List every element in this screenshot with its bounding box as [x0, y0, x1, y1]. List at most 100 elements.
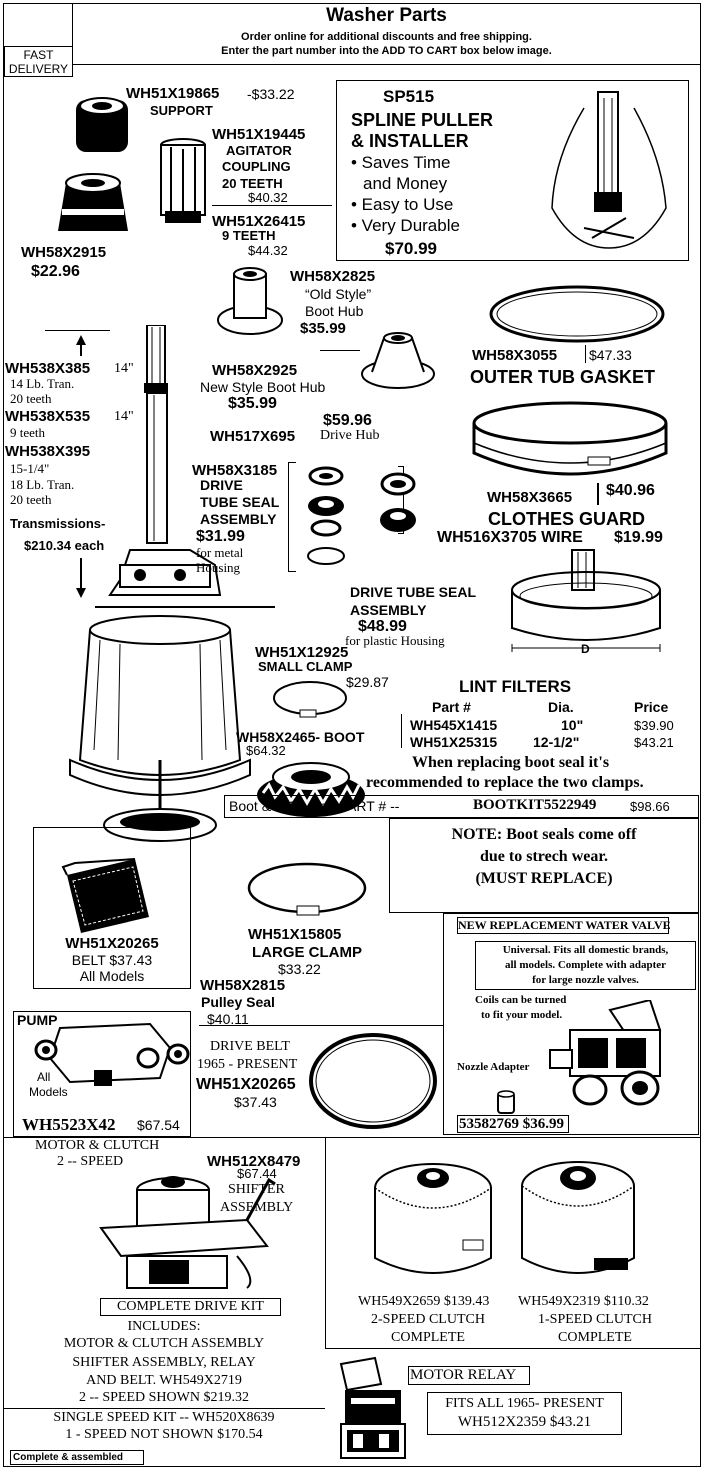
support-name: SUPPORT	[150, 103, 213, 118]
gasket-divider	[585, 345, 586, 363]
water-valve-desc-box	[475, 941, 696, 990]
water-valve-coils-2: to fit your model.	[481, 1009, 563, 1021]
transmission-3-size: 15-1/4"	[10, 461, 50, 476]
complete-assembled-badge: Complete & assembled	[10, 1450, 144, 1465]
drive-kit-2-speed: 2 -- SPEED SHOWN $219.32	[79, 1390, 249, 1405]
seal-plastic-name-1: DRIVE TUBE SEAL	[350, 584, 477, 600]
shifter-name-1: SHIFTER	[228, 1182, 285, 1197]
header-box	[72, 3, 701, 65]
large-clamp-price: $33.22	[278, 961, 321, 977]
drive-kit-includes: INCLUDES:	[127, 1319, 201, 1334]
clutch-1-part-price: WH549X2319 $110.32	[518, 1294, 649, 1309]
note-line-1: NOTE: Boot seals come off	[451, 826, 637, 843]
lint-row-1-dia: 10"	[561, 717, 584, 733]
sp515-bullet-2: • Easy to Use	[351, 195, 454, 214]
transmission-1-desc-1: 14 Lb. Tran.	[10, 376, 75, 391]
new-boot-hub-price: $35.99	[228, 395, 277, 412]
arrow-up-shaft	[80, 344, 82, 356]
seal-metal-name-2: TUBE SEAL	[200, 494, 280, 510]
lint-filter-dimension: D	[581, 642, 590, 656]
drive-belt-title: DRIVE BELT	[210, 1039, 290, 1054]
transmission-1-size: 14"	[114, 361, 134, 376]
water-valve-desc-1: Universal. Fits all domestic brands,	[502, 944, 669, 956]
seal-metal-image	[302, 466, 352, 570]
pulley-seal-name: Pulley Seal	[201, 994, 275, 1010]
support-price: -$33.22	[247, 86, 295, 102]
pump-image	[30, 1018, 190, 1090]
belt-image	[55, 855, 155, 935]
clutch-2-speed-image	[367, 1148, 497, 1288]
large-clamp-name: LARGE CLAMP	[252, 944, 362, 961]
lower-section-rule	[3, 1137, 701, 1138]
transmission-3-part: WH538X395	[5, 443, 91, 460]
cap-price: $22.96	[31, 263, 80, 280]
drive-hub-part-number: WH517X695	[210, 428, 296, 445]
drive-belt-part-number: WH51X20265	[196, 1076, 296, 1093]
water-valve-image	[530, 1000, 690, 1110]
lint-row-2-dia: 12-1/2"	[533, 734, 580, 750]
shifter-price: $67.44	[237, 1166, 277, 1181]
lint-row-2-part: WH51X25315	[410, 734, 498, 750]
cap-image	[48, 165, 138, 237]
sp515-bullet-1b: and Money	[363, 174, 448, 193]
coupling-teeth: 20 TEETH	[222, 176, 283, 191]
water-valve-desc-2: all models. Complete with adapter	[504, 959, 666, 971]
drive-belt-years: 1965 - PRESENT	[197, 1057, 298, 1072]
seal-metal-price: $31.99	[196, 528, 245, 545]
single-speed-rule	[3, 1408, 325, 1409]
transmissions-price: $210.34 each	[24, 538, 105, 553]
clothes-guard-image	[470, 395, 670, 483]
coupling-name-1: AGITATOR	[226, 143, 292, 158]
water-valve-coils-1: Coils can be turned	[475, 994, 567, 1006]
new-boot-hub-name: New Style Boot Hub	[200, 379, 326, 395]
drive-kit-belt: AND BELT. WH549X2719	[86, 1373, 242, 1388]
motor-clutch-image	[97, 1160, 277, 1295]
belt-price: BELT $37.43	[71, 952, 153, 968]
lint-filters-title: LINT FILTERS	[459, 677, 572, 696]
drive-kit-shifter: SHIFTER ASSEMBLY, RELAY	[72, 1355, 256, 1370]
clothes-guard-divider	[597, 483, 599, 505]
seal-set-bracket	[288, 462, 296, 572]
sp515-title-1: SPLINE PULLER	[351, 110, 494, 130]
seal-plastic-price: $48.99	[358, 618, 407, 635]
header-line-1: Order online for additional discounts an…	[241, 31, 532, 43]
transmission-3-desc-1: 18 Lb. Tran.	[10, 477, 75, 492]
outer-tub-housing-image	[60, 600, 260, 850]
drive-kit-title: COMPLETE DRIVE KIT	[100, 1298, 281, 1316]
bootkit-price: $98.66	[630, 799, 670, 814]
small-clamp-part-number: WH51X12925	[255, 644, 349, 661]
transmission-image	[90, 325, 280, 625]
new-boot-hub-image	[358, 322, 438, 392]
wire-price: $19.99	[614, 529, 663, 546]
seal-metal-name-3: ASSEMBLY	[200, 511, 277, 527]
transmission-1-desc-2: 20 teeth	[10, 391, 52, 406]
pump-part-number: WH5523X42	[22, 1115, 116, 1134]
lint-header-price: Price	[634, 699, 669, 715]
nozzle-adapter-label: Nozzle Adapter	[457, 1061, 530, 1073]
boot-part-number: WH58X2465- BOOT	[236, 729, 365, 745]
wire-part-number: WH516X3705 WIRE	[437, 529, 583, 546]
motor-relay-part-price: WH512X2359 $43.21	[457, 1414, 592, 1430]
relay-section-rule	[325, 1348, 701, 1349]
clutch-1-speed-image	[514, 1148, 644, 1288]
lint-header-dia: Dia.	[548, 699, 574, 715]
sp515-title-2: & INSTALLER	[351, 131, 469, 151]
note-box	[389, 818, 699, 913]
belt-part-number: WH51X20265	[65, 935, 159, 952]
pulley-seal-part-number: WH58X2815	[200, 977, 286, 994]
page-title: Washer Parts	[326, 5, 447, 26]
cap-part-number: WH58X2915	[21, 244, 107, 261]
lint-row-1-price: $39.90	[634, 718, 674, 733]
sp515-bullet-3: • Very Durable	[351, 216, 460, 235]
outer-tub-gasket-image	[487, 283, 667, 345]
coupling9-teeth: 9 TEETH	[222, 228, 276, 243]
old-boot-hub-style: “Old Style”	[305, 286, 372, 302]
gasket-price: $47.33	[589, 347, 632, 363]
transmission-3-desc-2: 20 teeth	[10, 492, 52, 507]
transmission-top-rule	[45, 330, 110, 331]
lint-header-part: Part #	[432, 699, 471, 715]
seal-metal-note-2: Housing	[196, 560, 241, 575]
motor-title-2: 2 -- SPEED	[57, 1154, 124, 1169]
transmissions-label: Transmissions-	[10, 516, 106, 531]
boot-note-line-1: When replacing boot seal it's	[412, 754, 610, 771]
